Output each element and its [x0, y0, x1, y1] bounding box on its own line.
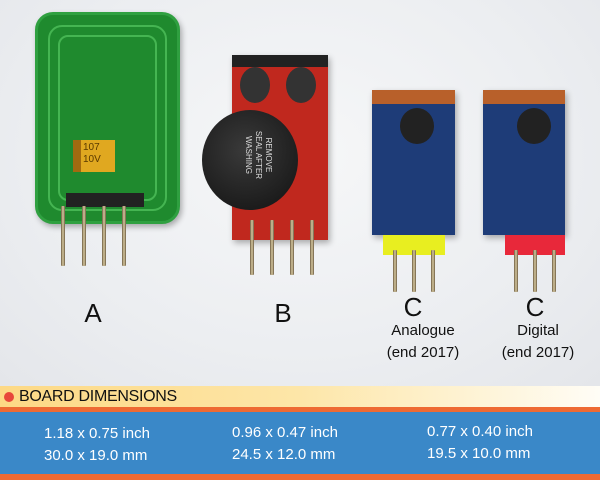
- dimensions-c: 0.77 x 0.40 inch 19.5 x 10.0 mm: [427, 421, 533, 465]
- board-a: 107 10V: [35, 12, 180, 224]
- label-c-digital: C: [525, 292, 545, 322]
- dim-mm: 24.5 x 12.0 mm: [232, 446, 336, 463]
- section-header: BOARD DIMENSIONS: [0, 386, 600, 407]
- caption-digital: Digital: [517, 322, 559, 339]
- note-digital: (end 2017): [501, 344, 575, 361]
- capacitor: 107 10V: [73, 140, 115, 172]
- label-c-analogue: C: [403, 292, 423, 322]
- dimensions-a: 1.18 x 0.75 inch 30.0 x 19.0 mm: [44, 423, 150, 467]
- caption-analogue: Analogue: [391, 322, 455, 339]
- dim-mm: 30.0 x 19.0 mm: [44, 447, 148, 464]
- header-yellow: [383, 235, 445, 255]
- dim-mm: 19.5 x 10.0 mm: [427, 445, 531, 462]
- divider-bottom: [0, 474, 600, 480]
- dimensions-bar: 1.18 x 0.75 inch 30.0 x 19.0 mm 0.96 x 0…: [0, 412, 600, 474]
- label-a: A: [84, 298, 102, 328]
- buzzer: REMOVE SEAL AFTER WASHING: [202, 110, 298, 210]
- bullet-icon: [4, 392, 14, 402]
- board-c-analogue: [372, 90, 455, 235]
- label-b: B: [274, 298, 292, 328]
- note-analogue: (end 2017): [386, 344, 460, 361]
- section-title: BOARD DIMENSIONS: [19, 388, 177, 405]
- divider: [0, 407, 600, 412]
- dimensions-b: 0.96 x 0.47 inch 24.5 x 12.0 mm: [232, 422, 338, 466]
- product-photo: 107 10V REMOVE SEAL AFTER WASHING A B C …: [0, 0, 600, 386]
- board-c-digital: [483, 90, 565, 235]
- dim-inch: 0.96 x 0.47 inch: [232, 424, 338, 441]
- dim-inch: 1.18 x 0.75 inch: [44, 425, 150, 442]
- header-red: [505, 235, 565, 255]
- dim-inch: 0.77 x 0.40 inch: [427, 423, 533, 440]
